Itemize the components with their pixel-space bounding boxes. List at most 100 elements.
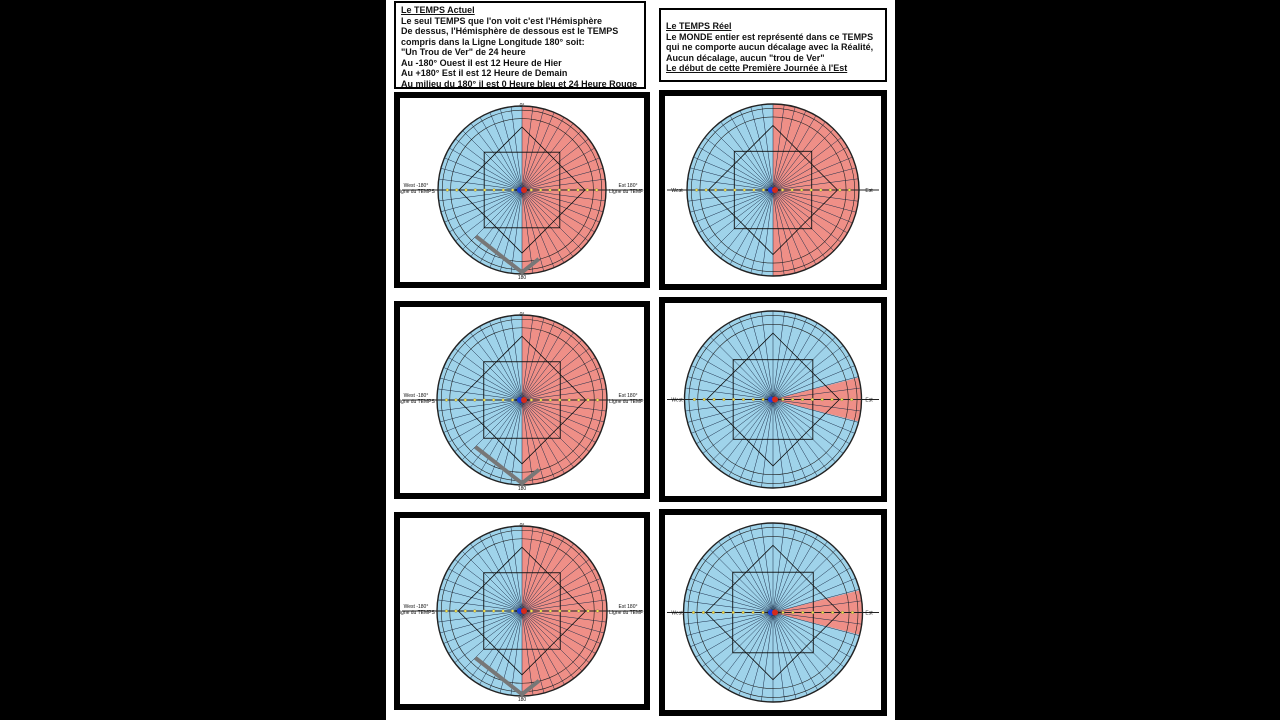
hour-marker <box>548 398 552 402</box>
hour-ray <box>521 189 606 202</box>
hour-ray <box>461 610 523 672</box>
hour-ray <box>489 321 523 401</box>
hour-ray <box>738 612 774 696</box>
hour-marker <box>585 188 589 192</box>
hour-marker <box>529 188 533 192</box>
hour-ray <box>720 189 774 259</box>
hour-ray <box>738 399 774 482</box>
hour-ray <box>521 559 590 612</box>
hour-ray <box>521 610 590 663</box>
hour-marker <box>482 609 486 613</box>
hour-ray <box>440 189 523 212</box>
hour-ray <box>772 115 817 191</box>
right-note-title: Le TEMPS Réel <box>666 21 732 31</box>
hour-ray <box>772 612 862 625</box>
hour-marker <box>723 188 727 192</box>
inner-diamond <box>705 544 841 681</box>
hour-marker <box>454 398 458 402</box>
hour-ray <box>521 189 604 212</box>
hour-ray <box>521 112 555 191</box>
inner-diamond <box>458 126 586 254</box>
hour-ray <box>772 329 828 400</box>
hour-ray <box>698 189 774 234</box>
hour-ray <box>470 610 523 679</box>
hour-ray <box>521 610 545 694</box>
hour-ray <box>521 339 583 401</box>
hour-marker <box>576 188 580 192</box>
east-line-label: Est 180° <box>619 393 638 399</box>
hour-ray <box>521 399 583 461</box>
hour-ray <box>772 612 837 676</box>
hour-marker <box>444 609 448 613</box>
hour-ray <box>772 612 845 668</box>
hour-marker <box>577 398 581 402</box>
hour-ray <box>479 537 523 612</box>
hour-marker <box>732 397 736 402</box>
hour-ray <box>772 612 860 636</box>
hour-ray <box>729 189 774 265</box>
hour-ray <box>772 612 785 702</box>
hour-ray <box>687 189 774 202</box>
hour-ray <box>728 322 774 400</box>
hour-ray <box>696 399 774 444</box>
hour-marker <box>586 398 590 402</box>
hour-ray <box>772 387 861 400</box>
hour-marker <box>501 188 505 192</box>
hour-marker <box>595 188 599 192</box>
hour-ray <box>772 578 856 613</box>
hour-ray <box>728 399 774 477</box>
hour-ray <box>772 541 828 613</box>
hour-marker <box>702 397 706 402</box>
hour-ray <box>772 189 842 243</box>
hour-ray <box>439 377 523 401</box>
hour-ray <box>772 178 859 191</box>
hour-ray <box>704 189 774 243</box>
hour-marker <box>781 610 785 615</box>
hour-ray <box>772 399 855 434</box>
hour-marker <box>701 610 705 615</box>
hour-ray <box>489 610 523 690</box>
hour-ray <box>462 130 523 191</box>
hour-marker <box>781 397 785 402</box>
hour-ray <box>684 612 774 625</box>
center-east <box>521 608 527 614</box>
hour-ray <box>686 612 774 636</box>
hour-ray <box>489 532 523 612</box>
hour-ray <box>689 167 774 191</box>
hour-marker <box>721 610 725 615</box>
east-line-label: Est 180° <box>619 604 638 610</box>
hour-ray <box>437 388 523 401</box>
hour-marker <box>741 610 745 615</box>
hour-ray <box>772 189 857 213</box>
hour-ray <box>437 610 523 623</box>
west-label: West <box>671 188 683 194</box>
hour-ray <box>521 588 605 612</box>
hour-ray <box>704 137 774 191</box>
hour-ray <box>521 399 555 479</box>
hour-ray <box>720 121 774 191</box>
hour-marker <box>473 188 477 192</box>
hour-ray <box>749 313 774 400</box>
hour-marker <box>691 610 695 615</box>
hour-ray <box>772 189 834 251</box>
hour-ray <box>521 367 601 401</box>
hour-ray <box>479 399 523 474</box>
hour-ray <box>521 399 565 474</box>
hour-marker <box>567 188 571 192</box>
hour-ray <box>772 612 828 684</box>
hour-ray <box>772 311 785 400</box>
hour-ray <box>521 157 600 191</box>
hour-ray <box>489 399 523 479</box>
hour-ray <box>712 129 774 191</box>
hour-ray <box>510 399 523 485</box>
hour-marker <box>761 188 765 192</box>
hour-ray <box>772 529 808 613</box>
hour-ray <box>772 365 855 400</box>
hour-marker <box>444 398 448 402</box>
hour-ray <box>510 189 523 274</box>
hour-ray <box>470 543 523 612</box>
hour-ray <box>772 189 859 202</box>
bottom-degree-label: 180 <box>518 486 527 492</box>
